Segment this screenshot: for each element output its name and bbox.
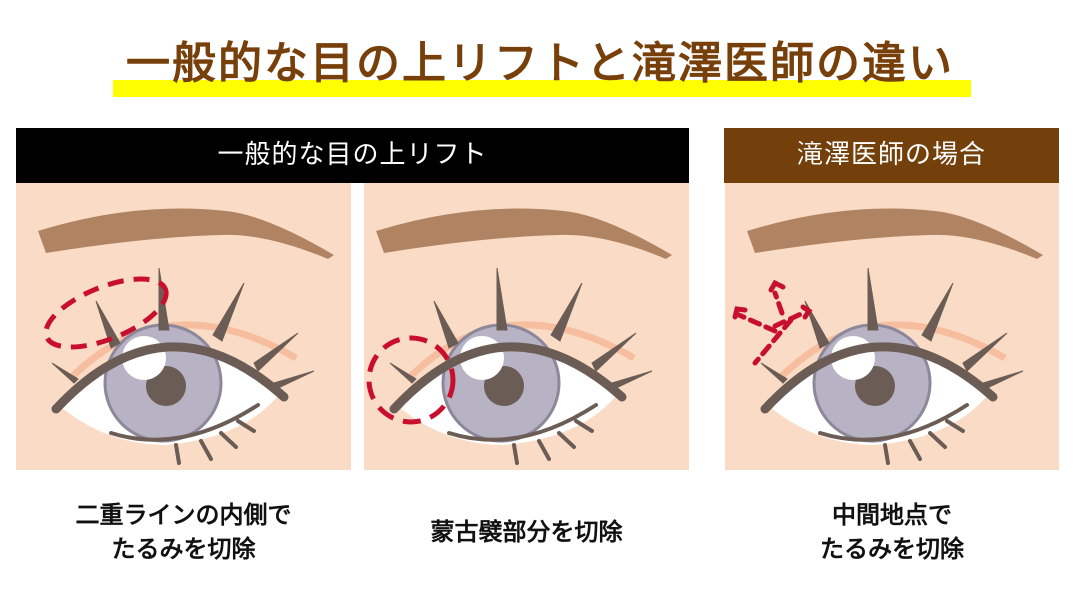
dashed-arrows-marker <box>732 279 813 366</box>
caption-mongolian-fold: 蒙古襞部分を切除 <box>364 492 689 572</box>
panel-general-mongolian-fold <box>364 183 689 470</box>
caption-midpoint: 中間地点で たるみを切除 <box>725 492 1059 572</box>
header-general-lift: 一般的な目の上リフト <box>16 128 689 183</box>
dashed-circle-marker <box>366 335 456 425</box>
caption-line-2: たるみを切除 <box>111 535 256 563</box>
eye-illustration <box>732 183 1059 470</box>
panel-doctor-midpoint <box>725 183 1059 470</box>
caption-line-1: 二重ラインの内側で <box>75 501 292 529</box>
panel-general-inner-crease <box>16 183 351 470</box>
eye-illustration <box>16 183 351 470</box>
dashed-ellipse-marker <box>43 276 169 350</box>
caption-inner-crease: 二重ラインの内側で たるみを切除 <box>16 492 351 572</box>
caption-line-2: たるみを切除 <box>820 535 964 563</box>
page-title: 一般的な目の上リフトと滝澤医師の違い <box>126 38 954 89</box>
caption-line-1: 蒙古襞部分を切除 <box>430 518 623 546</box>
title-block: 一般的な目の上リフトと滝澤医師の違い <box>0 30 1080 100</box>
eye-illustration <box>366 183 689 470</box>
caption-line-1: 中間地点で <box>832 501 952 529</box>
title-highlight-bar <box>113 80 971 97</box>
header-doctor-case: 滝澤医師の場合 <box>724 128 1059 183</box>
